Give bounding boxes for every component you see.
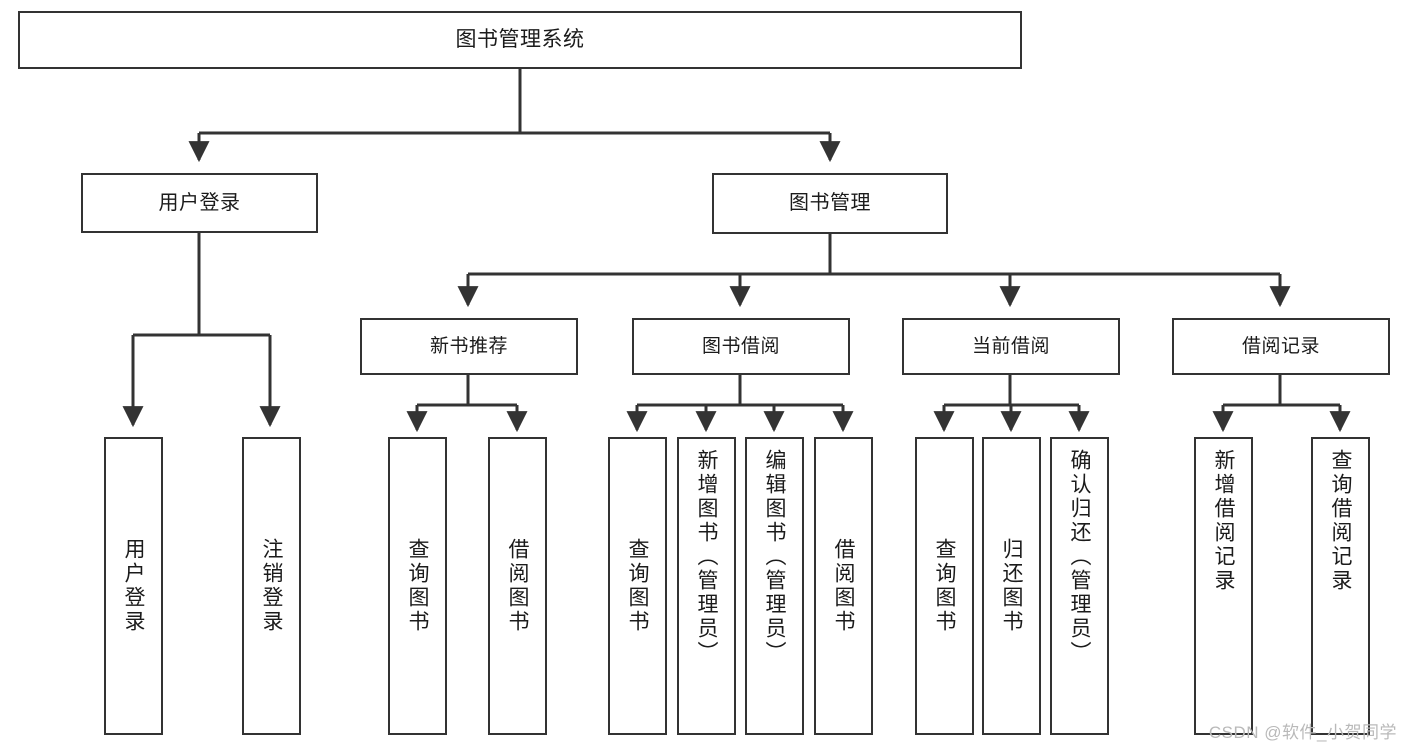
node-label: 新增图书（管理员）	[695, 449, 718, 665]
leaf-borrow-query-book[interactable]: 查询图书	[608, 437, 667, 735]
node-label: 查询图书	[626, 538, 649, 634]
node-label: 注销登录	[260, 538, 283, 634]
node-label: 图书管理	[789, 192, 871, 214]
leaf-current-query-book[interactable]: 查询图书	[915, 437, 974, 735]
node-new-book-recommend[interactable]: 新书推荐	[360, 318, 578, 375]
node-borrow-record[interactable]: 借阅记录	[1172, 318, 1390, 375]
leaf-record-add-record[interactable]: 新增借阅记录	[1194, 437, 1253, 735]
leaf-current-return-book[interactable]: 归还图书	[982, 437, 1041, 735]
node-current-borrow[interactable]: 当前借阅	[902, 318, 1120, 375]
node-label: 图书管理系统	[455, 27, 585, 51]
leaf-user-login-login[interactable]: 用户登录	[104, 437, 163, 735]
node-label: 确认归还（管理员）	[1068, 449, 1091, 665]
node-label: 新书推荐	[429, 335, 508, 357]
node-label: 借阅图书	[832, 538, 855, 634]
watermark-text: CSDN @软件_小贺同学	[1208, 723, 1397, 742]
leaf-borrow-edit-book-admin[interactable]: 编辑图书（管理员）	[745, 437, 804, 735]
node-book-management[interactable]: 图书管理	[712, 173, 948, 234]
leaf-current-confirm-return-admin[interactable]: 确认归还（管理员）	[1050, 437, 1109, 735]
node-label: 新增借阅记录	[1212, 449, 1235, 593]
node-book-borrow[interactable]: 图书借阅	[632, 318, 850, 375]
node-label: 当前借阅	[971, 335, 1050, 357]
leaf-user-login-logout[interactable]: 注销登录	[242, 437, 301, 735]
node-label: 借阅记录	[1241, 335, 1320, 357]
node-label: 图书借阅	[701, 335, 780, 357]
node-label: 查询图书	[406, 538, 429, 634]
leaf-recommend-borrow-book[interactable]: 借阅图书	[488, 437, 547, 735]
node-label: 用户登录	[158, 191, 241, 214]
leaf-borrow-borrow-book[interactable]: 借阅图书	[814, 437, 873, 735]
node-user-login[interactable]: 用户登录	[81, 173, 318, 233]
leaf-record-query-record[interactable]: 查询借阅记录	[1311, 437, 1370, 735]
node-label: 编辑图书（管理员）	[763, 449, 786, 665]
leaf-borrow-add-book-admin[interactable]: 新增图书（管理员）	[677, 437, 736, 735]
node-label: 查询借阅记录	[1329, 449, 1352, 593]
node-label: 借阅图书	[506, 538, 529, 634]
node-label: 用户登录	[122, 538, 145, 634]
leaf-recommend-query-book[interactable]: 查询图书	[388, 437, 447, 735]
node-label: 归还图书	[1000, 538, 1023, 634]
node-label: 查询图书	[933, 538, 956, 634]
node-root-system[interactable]: 图书管理系统	[18, 11, 1022, 69]
